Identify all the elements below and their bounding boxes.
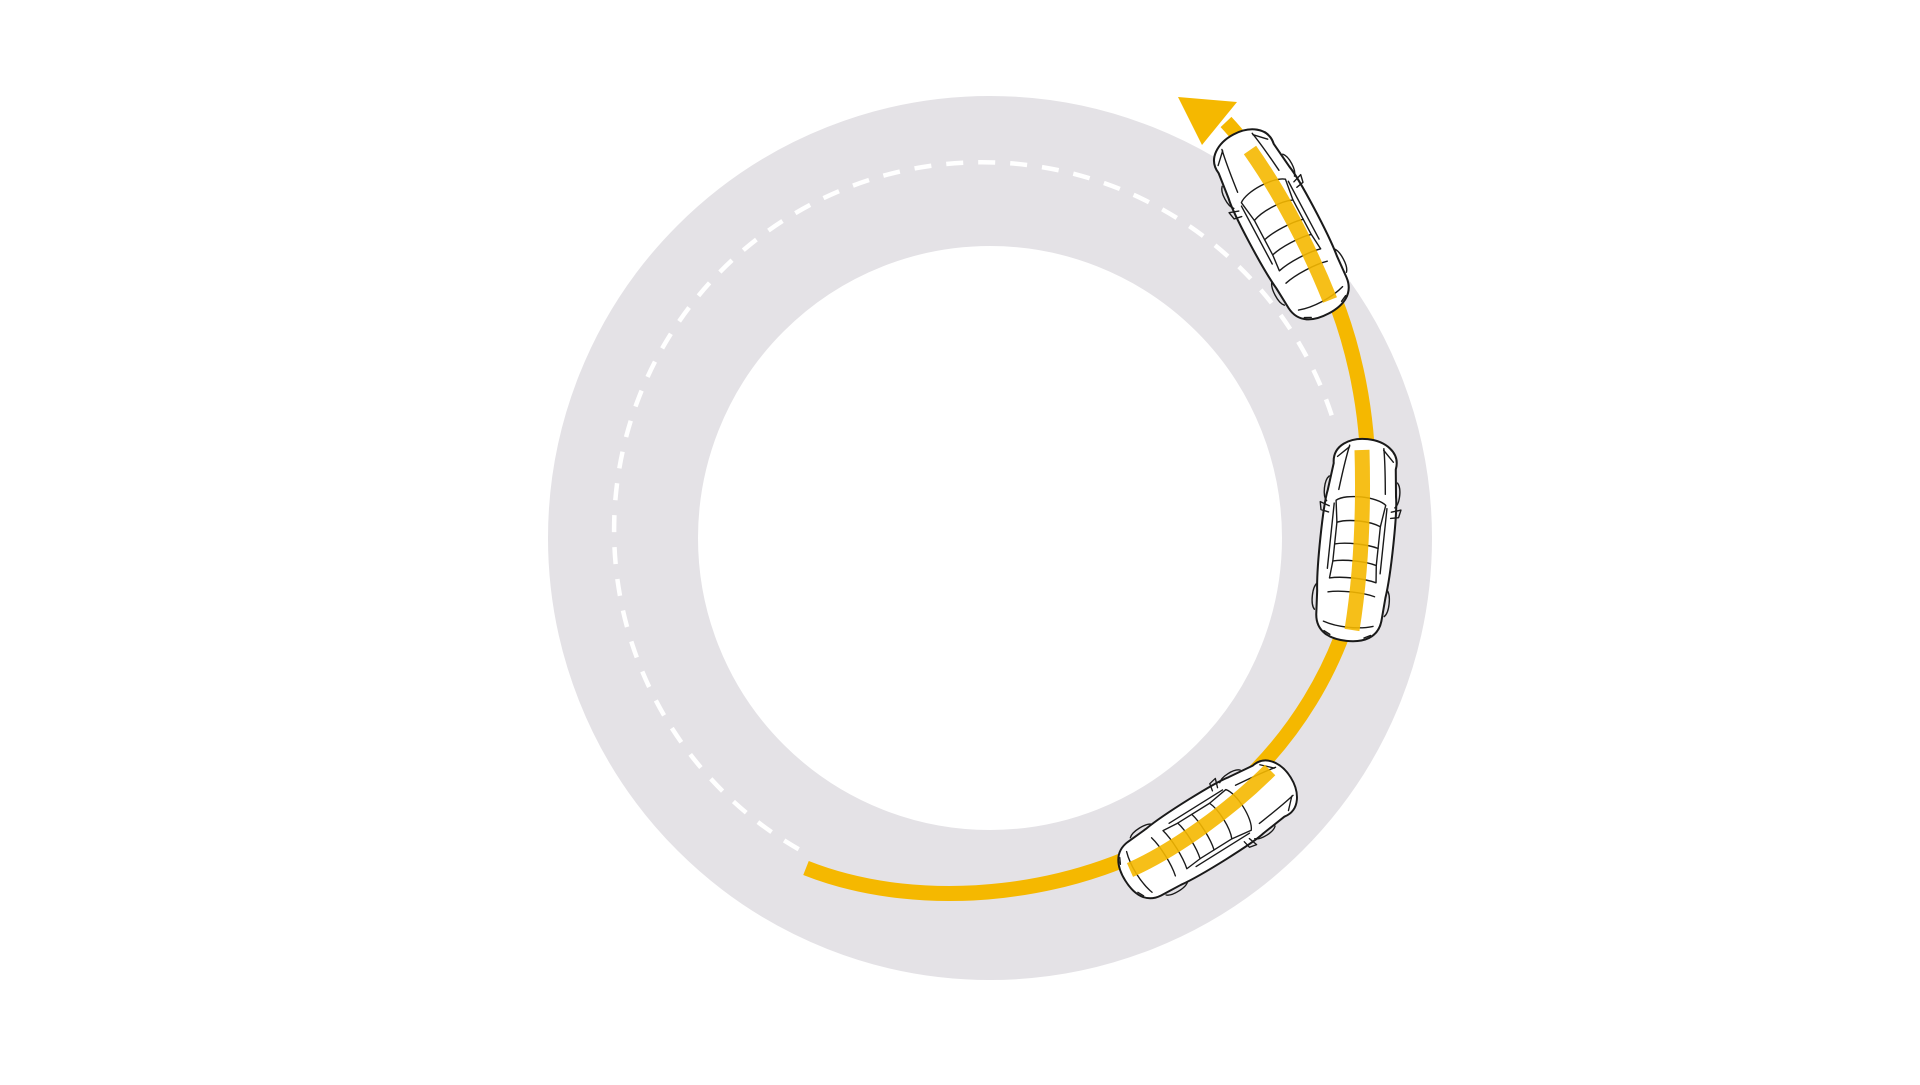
path-over-car-middle xyxy=(1344,449,1370,632)
path-over-car-upper xyxy=(1243,145,1337,303)
lane-marking-dashed xyxy=(611,159,1334,856)
path-arrow-head-icon xyxy=(1178,97,1237,145)
path-over-car-lower xyxy=(1126,764,1276,877)
